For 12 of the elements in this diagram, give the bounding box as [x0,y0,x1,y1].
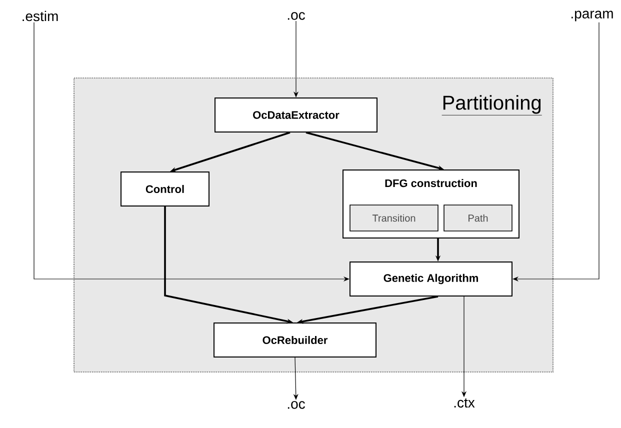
file-label: .oc [288,12,305,20]
sub-box: Transition [350,204,438,232]
process-box: OcDataExtractor [214,98,378,132]
arrow [512,22,600,282]
process-box: Genetic Algorithm [350,262,512,296]
file-label: .oc [288,401,305,409]
process-box: OcRebuilder [214,322,376,358]
file-label: .param [572,10,613,22]
process-box: Control [120,172,210,206]
file-label: .estim [22,10,58,22]
sub-box: Path [444,204,512,232]
file-label: .ctx [454,398,475,408]
